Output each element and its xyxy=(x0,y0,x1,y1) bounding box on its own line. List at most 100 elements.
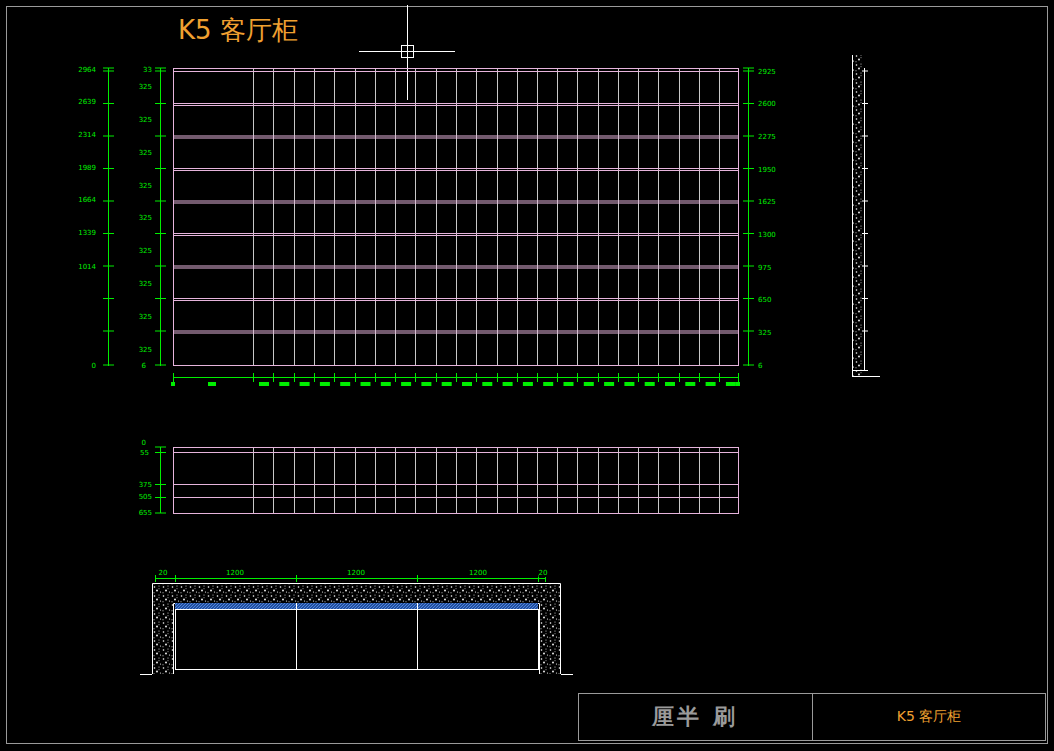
dimension-label: 325 xyxy=(139,313,152,321)
dimension-label: 33 xyxy=(143,66,152,74)
panel-line xyxy=(395,447,396,513)
dimension-label: 1339 xyxy=(78,229,96,237)
panel-line xyxy=(456,68,457,365)
dimension-tick xyxy=(699,373,700,382)
panel-line xyxy=(436,68,437,365)
section-shelf xyxy=(862,331,868,332)
drawing-title: K5 客厅柜 xyxy=(178,15,298,45)
shelf-line xyxy=(173,266,738,267)
section-shelf xyxy=(862,136,868,137)
dimension-tick xyxy=(417,575,418,582)
dimension-tick xyxy=(743,103,754,104)
panel-line xyxy=(273,68,274,365)
shelf-line xyxy=(173,298,738,299)
dimension-tick xyxy=(103,201,114,202)
dimension-label: 325 xyxy=(139,280,152,288)
dimension-label: 20 xyxy=(539,569,548,577)
panel-line xyxy=(456,447,457,513)
dimension-label: 975 xyxy=(758,264,771,272)
dimension-tick xyxy=(296,575,297,582)
dimension-tick xyxy=(155,331,166,332)
dimension-tick xyxy=(517,373,518,382)
title-block-text: K5 客厅柜 xyxy=(897,708,962,726)
dimension-tick xyxy=(155,136,166,137)
dimension-tick xyxy=(679,373,680,382)
dimension-tick xyxy=(598,373,599,382)
dimension-tick xyxy=(103,233,114,234)
panel-line xyxy=(577,68,578,365)
panel-line xyxy=(334,447,335,513)
dash-mark xyxy=(320,382,330,386)
dimension-label: 2314 xyxy=(78,131,96,139)
dimension-tick xyxy=(355,373,356,382)
dimension-tick xyxy=(103,136,114,137)
panel-line xyxy=(497,447,498,513)
dimension-label: 2964 xyxy=(78,66,96,74)
panel-line xyxy=(598,447,599,513)
dimension-label: 55 xyxy=(140,449,149,457)
dimension-tick xyxy=(103,71,114,72)
dimension-tick xyxy=(334,373,335,382)
panel-line xyxy=(719,68,720,365)
dimension-tick xyxy=(719,373,720,382)
dimension-tick xyxy=(155,103,166,104)
shelf-line xyxy=(173,300,738,301)
panel-line xyxy=(375,447,376,513)
panel-line xyxy=(719,447,720,513)
dash-mark xyxy=(482,382,492,386)
dimension-tick xyxy=(155,266,166,267)
panel-line xyxy=(476,447,477,513)
panel-line xyxy=(618,447,619,513)
dimension-tick xyxy=(577,373,578,382)
dimension-tick xyxy=(743,136,754,137)
section-line xyxy=(864,68,865,370)
dash-mark xyxy=(564,382,574,386)
dimension-tick xyxy=(103,168,114,169)
shelf-line xyxy=(173,170,738,171)
dimension-tick xyxy=(155,575,156,582)
dimension-tick xyxy=(476,373,477,382)
wall-outline xyxy=(153,584,561,675)
shelf-line xyxy=(173,138,738,139)
section-shelf xyxy=(862,233,868,234)
dimension-label: 20 xyxy=(159,569,168,577)
ground-line xyxy=(561,674,573,675)
dimension-label: 1950 xyxy=(758,166,776,174)
dimension-label: 325 xyxy=(758,329,771,337)
wall-plan xyxy=(152,583,561,603)
panel-line xyxy=(314,68,315,365)
dimension-tick xyxy=(743,201,754,202)
panel-line xyxy=(699,447,700,513)
dimension-tick xyxy=(155,484,166,485)
dimension-label: 1625 xyxy=(758,198,776,206)
dimension-line xyxy=(748,68,749,366)
panel-line xyxy=(699,68,700,365)
dimension-label: 6 xyxy=(758,362,762,370)
dash-mark xyxy=(523,382,533,386)
panel-line xyxy=(294,68,295,365)
dash-mark xyxy=(645,382,655,386)
wall-plan xyxy=(540,603,561,674)
dimension-tick xyxy=(103,365,114,366)
dash-mark xyxy=(543,382,553,386)
section-shelf xyxy=(862,103,868,104)
dimension-label: 325 xyxy=(139,214,152,222)
dimension-tick xyxy=(658,373,659,382)
dimension-tick xyxy=(103,298,114,299)
shelf-line xyxy=(173,235,738,236)
dimension-tick xyxy=(743,298,754,299)
dimension-tick xyxy=(273,373,274,382)
wall-plan xyxy=(152,603,173,674)
panel-line xyxy=(679,447,680,513)
section-shelf xyxy=(862,168,868,169)
dash-mark xyxy=(340,382,350,386)
dimension-tick xyxy=(103,68,114,69)
panel-line xyxy=(598,68,599,365)
dimension-tick xyxy=(537,373,538,382)
dimension-line xyxy=(160,447,161,513)
dimension-tick xyxy=(743,365,754,366)
dimension-label: 325 xyxy=(139,182,152,190)
dash-mark xyxy=(726,382,736,386)
dimension-label: 1989 xyxy=(78,164,96,172)
